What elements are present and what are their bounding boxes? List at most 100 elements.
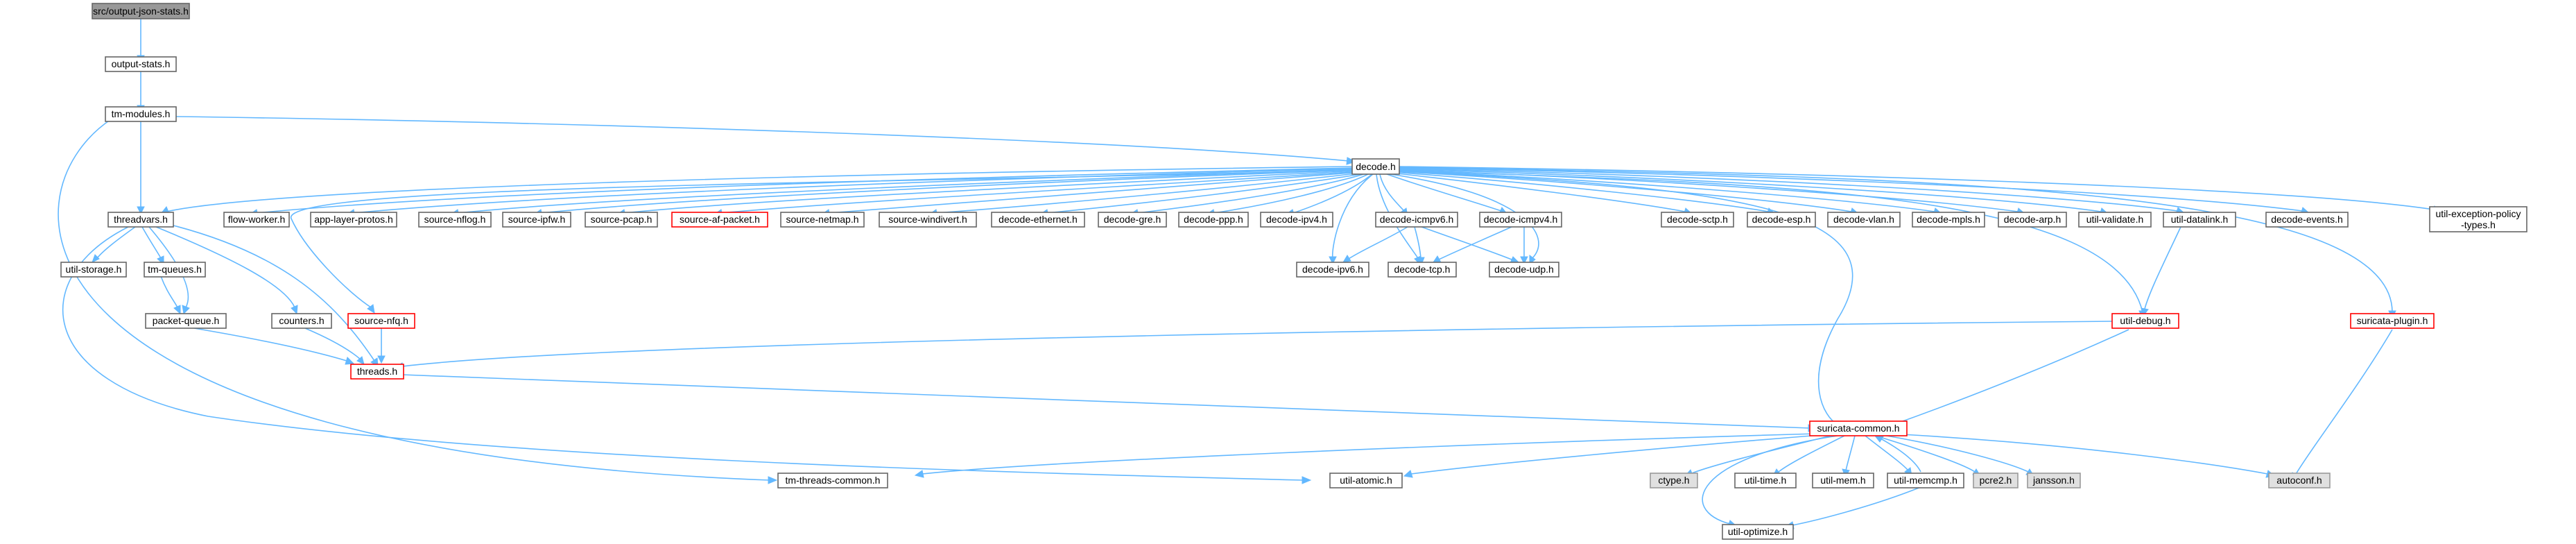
edge-suricata-plugin-to-autoconf: [2291, 329, 2393, 482]
node-decode-ppp[interactable]: decode-ppp.h: [1178, 212, 1249, 228]
svg-text:decode-udp.h: decode-udp.h: [1494, 264, 1554, 275]
nodes: src/output-json-stats.h output-stats.h t…: [60, 3, 2527, 540]
edge-suricata-common-to-jansson: [1882, 434, 2034, 477]
node-decode-udp[interactable]: decode-udp.h: [1489, 262, 1559, 278]
node-source-af-packet[interactable]: source-af-packet.h: [671, 212, 768, 228]
node-ctype: ctype.h: [1650, 473, 1698, 488]
edge-suricata-common-to-ctype: [1684, 435, 1831, 477]
edge-tm-modules-to-threadvars: [137, 121, 145, 215]
svg-text:tm-threads-common.h: tm-threads-common.h: [786, 475, 881, 486]
node-decode-gre[interactable]: decode-gre.h: [1098, 212, 1167, 228]
node-source-netmap[interactable]: source-netmap.h: [780, 212, 865, 228]
svg-text:util-debug.h: util-debug.h: [2120, 315, 2170, 326]
node-decode-events[interactable]: decode-events.h: [2265, 212, 2349, 228]
svg-text:decode-gre.h: decode-gre.h: [1104, 214, 1161, 225]
node-output-json-stats: src/output-json-stats.h: [92, 3, 190, 19]
svg-text:util-exception-policy: util-exception-policy: [2436, 208, 2521, 219]
svg-text:tm-queues.h: tm-queues.h: [148, 264, 202, 275]
svg-text:output-stats.h: output-stats.h: [112, 58, 171, 69]
svg-text:decode-vlan.h: decode-vlan.h: [1833, 214, 1894, 225]
node-pcre2: pcre2.h: [1973, 473, 2019, 488]
svg-text:decode-icmpv6.h: decode-icmpv6.h: [1380, 214, 1454, 225]
node-util-mem[interactable]: util-mem.h: [1812, 473, 1874, 488]
node-decode-ethernet[interactable]: decode-ethernet.h: [991, 212, 1085, 228]
edge-suricata-common-to-util-time: [1772, 435, 1845, 477]
svg-text:threadvars.h: threadvars.h: [114, 214, 168, 225]
node-app-layer-protos[interactable]: app-layer-protos.h: [310, 212, 397, 228]
svg-text:source-pcap.h: source-pcap.h: [591, 214, 652, 225]
node-suricata-common[interactable]: suricata-common.h: [1809, 420, 1908, 436]
svg-text:pcre2.h: pcre2.h: [1980, 475, 2012, 486]
node-util-time[interactable]: util-time.h: [1734, 473, 1797, 488]
svg-text:source-nfq.h: source-nfq.h: [354, 315, 408, 326]
edge-decode-icmpv4-to-decode-tcp: [1433, 226, 1512, 263]
edge-packet-queue-to-threads: [193, 328, 355, 365]
edge-threadvars-to-threads: [159, 221, 379, 367]
node-counters[interactable]: counters.h: [271, 313, 332, 329]
node-tm-threads-common[interactable]: tm-threads-common.h: [777, 473, 888, 488]
edge-decode-to-decode-ethernet: [1039, 173, 1365, 217]
edge-decode-to-decode-ipv6: [1329, 173, 1374, 265]
edge-util-datalink-to-util-debug: [2141, 226, 2181, 317]
svg-text:decode-tcp.h: decode-tcp.h: [1394, 264, 1451, 275]
node-util-validate[interactable]: util-validate.h: [2078, 212, 2152, 228]
node-source-windivert[interactable]: source-windivert.h: [879, 212, 977, 228]
node-decode-arp[interactable]: decode-arp.h: [1998, 212, 2067, 228]
node-tm-modules[interactable]: tm-modules.h: [105, 106, 177, 122]
node-threadvars[interactable]: threadvars.h: [107, 212, 174, 228]
node-decode-ipv6[interactable]: decode-ipv6.h: [1296, 262, 1369, 278]
edge-counters-to-threads: [304, 328, 365, 365]
node-util-memcmp[interactable]: util-memcmp.h: [1887, 473, 1964, 488]
svg-text:util-optimize.h: util-optimize.h: [1728, 526, 1788, 537]
node-util-datalink[interactable]: util-datalink.h: [2163, 212, 2236, 228]
node-source-nflog[interactable]: source-nflog.h: [418, 212, 492, 228]
edge-suricata-common-to-util-mem: [1842, 435, 1856, 478]
edge-threadvars-to-counters: [155, 226, 298, 315]
node-decode-mpls[interactable]: decode-mpls.h: [1912, 212, 1985, 228]
edge-decode-to-decode-icmpv6: [1379, 173, 1408, 217]
edge-decode-to-decode-events: [1399, 167, 2310, 215]
svg-text:decode-ipv4.h: decode-ipv4.h: [1266, 214, 1327, 225]
svg-text:autoconf.h: autoconf.h: [2276, 475, 2322, 486]
node-decode-icmpv6[interactable]: decode-icmpv6.h: [1375, 212, 1458, 228]
node-jansson: jansson.h: [2027, 473, 2081, 488]
edge-decode-to-suricata-plugin: [1399, 167, 2396, 319]
edge-decode-icmpv4-to-decode-udp: [1520, 227, 1528, 265]
node-packet-queue[interactable]: packet-queue.h: [145, 313, 227, 329]
edge-util-memcmp-to-util-optimize: [1784, 486, 1921, 529]
svg-text:decode-mpls.h: decode-mpls.h: [1917, 214, 1980, 225]
svg-text:decode-ppp.h: decode-ppp.h: [1184, 214, 1243, 225]
node-decode-sctp[interactable]: decode-sctp.h: [1661, 212, 1734, 228]
node-util-debug[interactable]: util-debug.h: [2111, 313, 2179, 329]
node-source-pcap[interactable]: source-pcap.h: [585, 212, 658, 228]
svg-text:src/output-json-stats.h: src/output-json-stats.h: [93, 6, 189, 17]
node-decode-icmpv4[interactable]: decode-icmpv4.h: [1479, 212, 1562, 228]
node-output-stats[interactable]: output-stats.h: [105, 56, 177, 72]
edge-decode-icmpv6-to-decode-tcp: [1414, 226, 1425, 266]
node-tm-queues[interactable]: tm-queues.h: [144, 262, 206, 278]
edge-source-nfq-to-threads: [377, 328, 386, 364]
edge-suricata-common-to-tm-threads-common: [914, 433, 1817, 478]
svg-text:decode.h: decode.h: [1356, 161, 1396, 172]
node-source-ipfw[interactable]: source-ipfw.h: [502, 212, 571, 228]
node-util-atomic[interactable]: util-atomic.h: [1329, 473, 1403, 488]
node-decode-tcp[interactable]: decode-tcp.h: [1388, 262, 1457, 278]
node-threads[interactable]: threads.h: [350, 364, 404, 380]
node-decode[interactable]: decode.h: [1351, 158, 1400, 175]
node-util-storage[interactable]: util-storage.h: [60, 262, 127, 278]
edge-suricata-common-to-util-memcmp: [1865, 435, 1912, 477]
node-flow-worker[interactable]: flow-worker.h: [223, 212, 290, 228]
node-decode-ipv4[interactable]: decode-ipv4.h: [1260, 212, 1333, 228]
node-decode-esp[interactable]: decode-esp.h: [1747, 212, 1816, 228]
edge-decode-to-source-nfq: [291, 169, 1353, 314]
svg-text:packet-queue.h: packet-queue.h: [153, 315, 220, 326]
node-decode-vlan[interactable]: decode-vlan.h: [1827, 212, 1901, 228]
svg-text:jansson.h: jansson.h: [2032, 475, 2075, 486]
node-util-exception-policy-types[interactable]: util-exception-policy -types.h: [2429, 206, 2527, 232]
node-util-optimize[interactable]: util-optimize.h: [1722, 524, 1794, 540]
node-suricata-plugin[interactable]: suricata-plugin.h: [2350, 313, 2435, 329]
node-source-nfq[interactable]: source-nfq.h: [347, 313, 415, 329]
edge-suricata-common-to-util-atomic: [1403, 434, 1821, 478]
svg-text:source-ipfw.h: source-ipfw.h: [508, 214, 565, 225]
